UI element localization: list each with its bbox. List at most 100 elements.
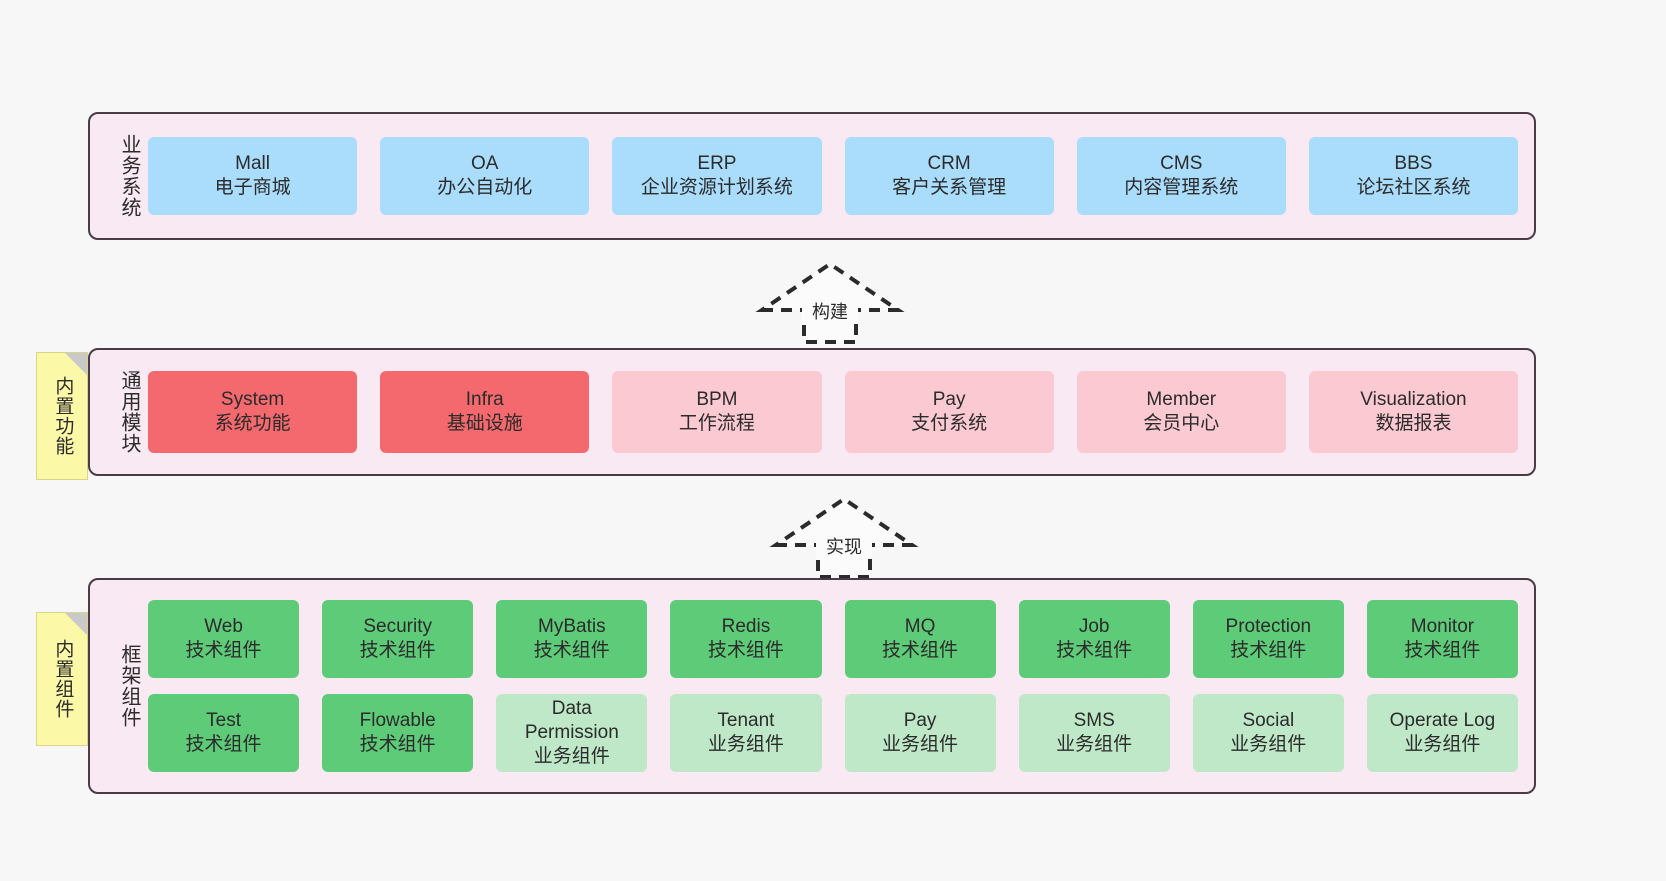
card-title-en: Job bbox=[1078, 615, 1110, 637]
card-bpm[interactable]: BPM 工作流程 bbox=[612, 371, 822, 453]
card-title-en: Monitor bbox=[1410, 615, 1475, 637]
card-crm[interactable]: CRM 客户关系管理 bbox=[844, 137, 1054, 215]
card-title-cn: 技术组件 bbox=[1230, 640, 1307, 661]
card-title-en: Visualization bbox=[1360, 388, 1467, 410]
card-title-cn: 电子商城 bbox=[214, 177, 291, 198]
card-row-business: Mall 电子商城 OA 办公自动化 ERP 企业资源计划系统 CRM 客户关系… bbox=[148, 137, 1519, 215]
card-pay-business[interactable]: Pay 业务组件 bbox=[844, 694, 996, 772]
card-flowable[interactable]: Flowable 技术组件 bbox=[322, 694, 474, 772]
card-title-cn: 基础设施 bbox=[446, 413, 523, 434]
card-title-en: BPM bbox=[696, 388, 738, 410]
card-monitor[interactable]: Monitor 技术组件 bbox=[1366, 600, 1518, 678]
card-system[interactable]: System 系统功能 bbox=[148, 371, 358, 453]
note-fold-icon bbox=[65, 613, 87, 635]
layer-common: 通用模块 System 系统功能 Infra 基础设施 BPM 工作流程 Pay… bbox=[88, 348, 1536, 476]
card-erp[interactable]: ERP 企业资源计划系统 bbox=[612, 137, 822, 215]
card-redis[interactable]: Redis 技术组件 bbox=[670, 600, 822, 678]
card-title-en: Test bbox=[206, 709, 241, 731]
card-title-en: MyBatis bbox=[538, 615, 606, 637]
card-title-cn: 客户关系管理 bbox=[892, 177, 1007, 198]
layer-business: 业务系统 Mall 电子商城 OA 办公自动化 ERP 企业资源计划系统 CRM… bbox=[88, 112, 1536, 240]
card-title-cn: 会员中心 bbox=[1143, 413, 1220, 434]
card-title-cn: 办公自动化 bbox=[437, 177, 533, 198]
card-title-en: Tenant bbox=[717, 709, 775, 731]
card-row-framework-tech: Web 技术组件 Security 技术组件 MyBatis 技术组件 Redi… bbox=[148, 600, 1518, 678]
card-web[interactable]: Web 技术组件 bbox=[148, 600, 300, 678]
card-title-en: OA bbox=[471, 152, 499, 174]
card-title-en: Operate Log bbox=[1389, 709, 1496, 731]
card-title-cn: 技术组件 bbox=[1404, 640, 1481, 661]
card-title-cn: 技术组件 bbox=[359, 734, 436, 755]
card-title-cn: 业务组件 bbox=[533, 746, 610, 768]
layer-title-framework: 框架组件 bbox=[118, 644, 140, 728]
card-title-cn: 工作流程 bbox=[678, 413, 755, 434]
card-title-en: CRM bbox=[927, 152, 971, 174]
card-title-cn: 业务组件 bbox=[882, 734, 959, 755]
layer-body-common: System 系统功能 Infra 基础设施 BPM 工作流程 Pay 支付系统… bbox=[140, 350, 1534, 474]
layer-body-framework: Web 技术组件 Security 技术组件 MyBatis 技术组件 Redi… bbox=[140, 580, 1534, 792]
layer-body-business: Mall 电子商城 OA 办公自动化 ERP 企业资源计划系统 CRM 客户关系… bbox=[140, 114, 1534, 238]
card-oa[interactable]: OA 办公自动化 bbox=[380, 137, 590, 215]
card-mall[interactable]: Mall 电子商城 bbox=[148, 137, 358, 215]
card-title-cn: 技术组件 bbox=[707, 640, 784, 661]
connector-implement: 实现 bbox=[769, 496, 919, 579]
card-title-en: ERP bbox=[697, 152, 737, 174]
card-title-en: Protection bbox=[1225, 615, 1312, 637]
card-title-en: Member bbox=[1146, 388, 1217, 410]
note-fold-icon bbox=[65, 353, 87, 375]
card-title-en: System bbox=[220, 388, 285, 410]
card-title-en: SMS bbox=[1073, 709, 1115, 731]
connector-build-label: 构建 bbox=[802, 298, 858, 324]
card-operate-log[interactable]: Operate Log 业务组件 bbox=[1366, 694, 1518, 772]
card-row-framework-business: Test 技术组件 Flowable 技术组件 Data Permission … bbox=[148, 694, 1518, 772]
card-data-permission[interactable]: Data Permission 业务组件 bbox=[496, 694, 648, 772]
card-title-cn: 业务组件 bbox=[1404, 734, 1481, 755]
note-builtin-function-label: 内置功能 bbox=[52, 376, 74, 456]
card-title-cn: 系统功能 bbox=[214, 413, 291, 434]
layer-title-common: 通用模块 bbox=[118, 370, 140, 454]
card-title-en: Mall bbox=[235, 152, 270, 174]
card-social[interactable]: Social 业务组件 bbox=[1192, 694, 1344, 772]
connector-build: 构建 bbox=[755, 261, 905, 344]
card-mq[interactable]: MQ 技术组件 bbox=[844, 600, 996, 678]
card-visualization[interactable]: Visualization 数据报表 bbox=[1308, 371, 1519, 453]
card-title-cn: 技术组件 bbox=[185, 640, 262, 661]
card-cms[interactable]: CMS 内容管理系统 bbox=[1076, 137, 1286, 215]
connector-implement-label: 实现 bbox=[816, 533, 872, 559]
card-protection[interactable]: Protection 技术组件 bbox=[1192, 600, 1344, 678]
card-title-en: MQ bbox=[904, 615, 936, 637]
card-bbs[interactable]: BBS 论坛社区系统 bbox=[1308, 137, 1519, 215]
card-title-en: Data Permission bbox=[524, 697, 619, 743]
card-title-en: Security bbox=[363, 615, 432, 637]
card-title-en: Pay bbox=[903, 709, 937, 731]
card-title-cn: 业务组件 bbox=[1056, 734, 1133, 755]
card-security[interactable]: Security 技术组件 bbox=[322, 600, 474, 678]
card-title-cn: 支付系统 bbox=[911, 413, 988, 434]
card-title-en: CMS bbox=[1160, 152, 1203, 174]
card-member[interactable]: Member 会员中心 bbox=[1076, 371, 1286, 453]
card-test[interactable]: Test 技术组件 bbox=[148, 694, 300, 772]
card-row-common: System 系统功能 Infra 基础设施 BPM 工作流程 Pay 支付系统… bbox=[148, 371, 1519, 453]
card-title-cn: 技术组件 bbox=[882, 640, 959, 661]
card-job[interactable]: Job 技术组件 bbox=[1018, 600, 1170, 678]
layer-framework: 框架组件 Web 技术组件 Security 技术组件 MyBatis 技术组件 bbox=[88, 578, 1536, 794]
card-title-cn: 技术组件 bbox=[359, 640, 436, 661]
card-title-en: Infra bbox=[465, 388, 504, 410]
card-title-en: Flowable bbox=[359, 709, 436, 731]
card-title-cn: 业务组件 bbox=[1230, 734, 1307, 755]
card-title-en: Social bbox=[1242, 709, 1295, 731]
layer-title-business: 业务系统 bbox=[118, 134, 140, 218]
card-title-cn: 企业资源计划系统 bbox=[640, 177, 793, 198]
card-infra[interactable]: Infra 基础设施 bbox=[380, 371, 590, 453]
card-title-cn: 技术组件 bbox=[185, 734, 262, 755]
card-sms[interactable]: SMS 业务组件 bbox=[1018, 694, 1170, 772]
card-title-cn: 论坛社区系统 bbox=[1356, 177, 1471, 198]
card-pay[interactable]: Pay 支付系统 bbox=[844, 371, 1054, 453]
card-title-en: Web bbox=[204, 615, 243, 637]
card-tenant[interactable]: Tenant 业务组件 bbox=[670, 694, 822, 772]
card-mybatis[interactable]: MyBatis 技术组件 bbox=[496, 600, 648, 678]
card-title-cn: 技术组件 bbox=[533, 640, 610, 661]
note-builtin-component-label: 内置组件 bbox=[52, 639, 74, 719]
card-title-en: BBS bbox=[1394, 152, 1433, 174]
